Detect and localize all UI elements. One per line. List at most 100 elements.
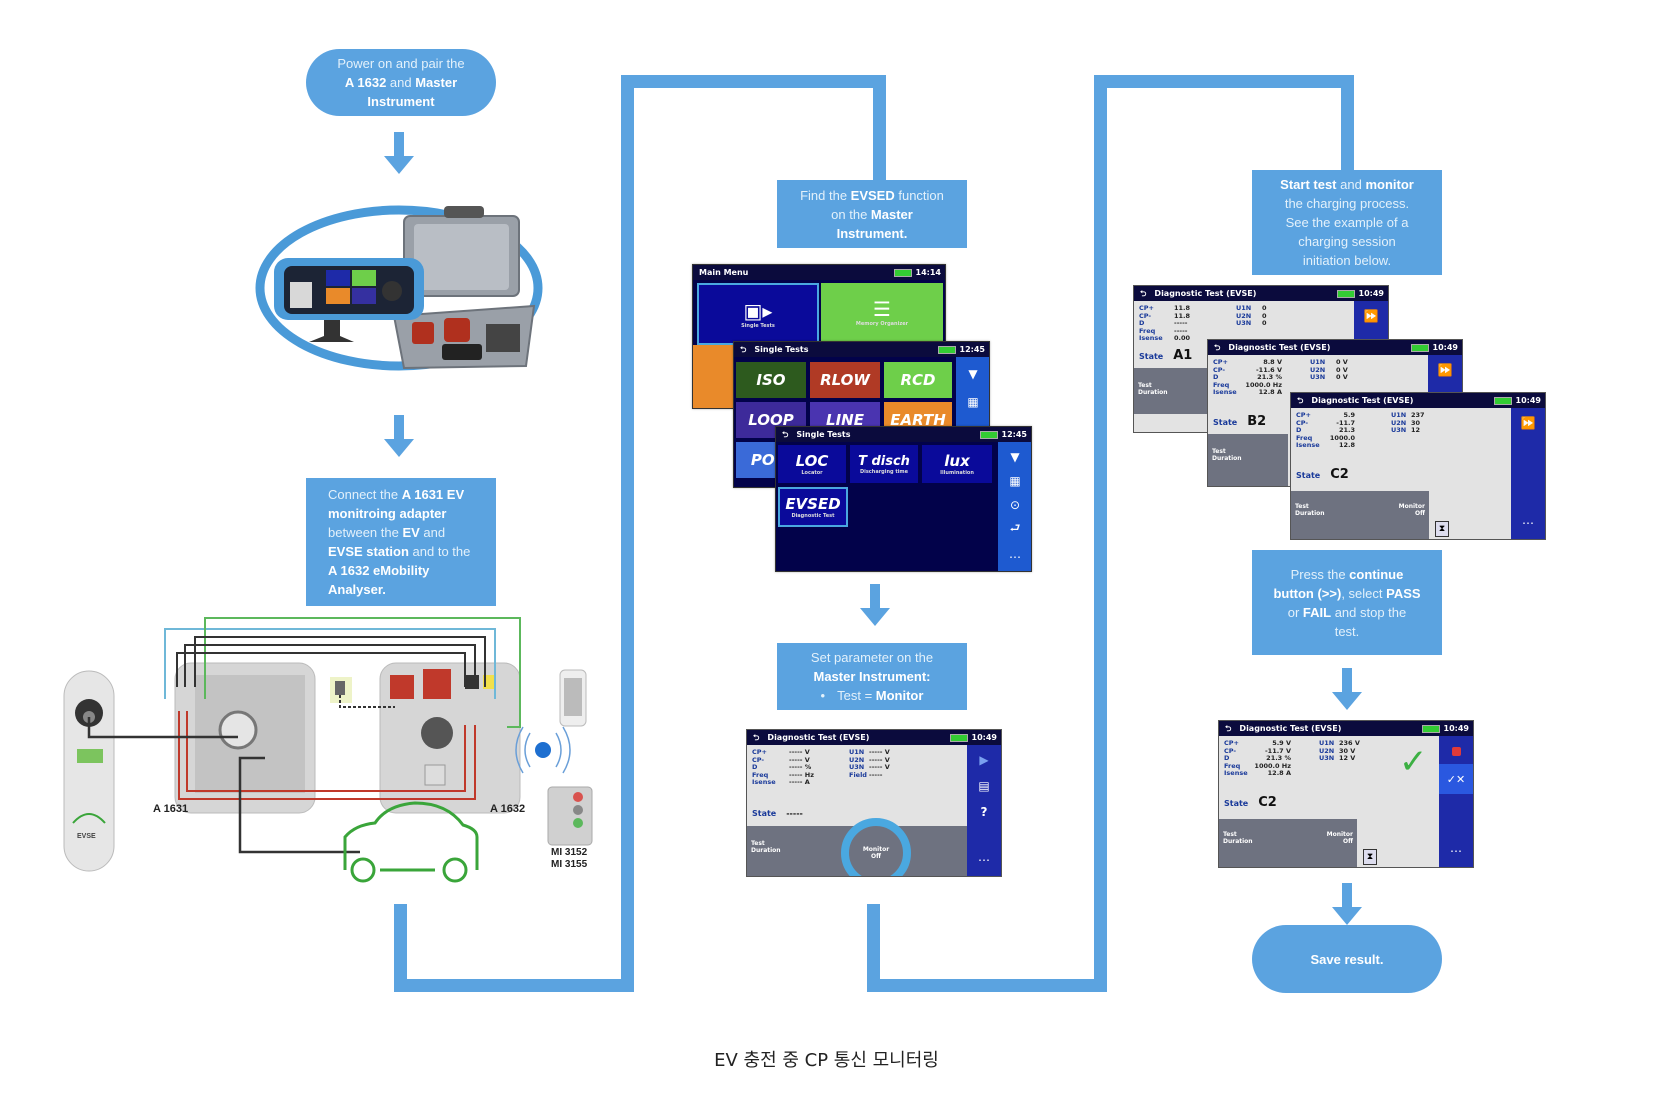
tile-label: T disch (858, 453, 910, 469)
continue-icon[interactable]: ⏩ (1520, 416, 1536, 430)
more-icon[interactable]: ⋯ (1522, 516, 1534, 530)
step-text: charging session (1298, 234, 1396, 249)
figure-caption: EV 충전 중 CP 통신 모니터링 (714, 1050, 939, 1071)
battery-icon (1336, 289, 1355, 298)
back-icon[interactable]: ⮌ (1225, 724, 1232, 733)
meas-label: CP+ (1213, 358, 1228, 366)
tile-memory-organizer[interactable]: ☰ Memory Organizer (821, 283, 943, 341)
tile-sublabel: Locator (801, 470, 823, 476)
meas-value: 237 (1411, 411, 1425, 419)
meas-value: ----- V (869, 748, 890, 756)
meas-label: CP+ (1139, 304, 1154, 312)
back-icon[interactable]: ⮌ (1214, 343, 1221, 352)
state-label: State (1139, 352, 1164, 361)
pass-fail-icon[interactable]: ✓✕ (1439, 764, 1473, 794)
back-icon[interactable]: ⮌ (1140, 289, 1147, 298)
monitor-parameter-button[interactable]: Monitor Off (841, 818, 911, 876)
back-icon[interactable]: ⮌ (782, 430, 789, 439)
filter-icon[interactable]: ▼ (1010, 450, 1020, 464)
grid-icon[interactable]: ▦ (1009, 474, 1021, 488)
connector-line (1094, 75, 1354, 88)
step-text-bold: Master (870, 206, 913, 222)
more-icon[interactable]: ⋯ (1450, 844, 1462, 858)
meas-value: 5.9 V (1272, 739, 1291, 747)
meas-label: U3N (849, 763, 865, 771)
tile-rlow[interactable]: RLOW (810, 362, 880, 398)
stop-icon[interactable] (1439, 736, 1473, 766)
tile-sublabel: Diagnostic Test (791, 513, 835, 519)
meas-label: Freq (1224, 761, 1241, 770)
connector-line (394, 979, 634, 992)
time-text: 10:49 (1515, 396, 1541, 405)
more-icon[interactable]: ⋯ (978, 853, 990, 867)
hourglass-icon: ⧗ (1435, 521, 1449, 537)
step-text: , select (1341, 585, 1387, 601)
back-icon[interactable]: ⮌ (753, 733, 760, 742)
more-icon[interactable]: ⋯ (1009, 550, 1021, 564)
time-text: 10:49 (1443, 724, 1469, 733)
start-icon[interactable]: ▶ (979, 753, 989, 767)
down-arrow-icon (384, 132, 414, 174)
time-text: 10:49 (971, 733, 997, 742)
meas-value: 30 V (1339, 746, 1356, 755)
book-icon[interactable]: ▤ (978, 779, 990, 793)
meas-label: Freq (752, 770, 769, 779)
save-result-step: Save result. (1252, 925, 1442, 993)
back-icon[interactable]: ⮌ (1297, 396, 1304, 405)
filter-icon[interactable]: ▼ (968, 367, 978, 381)
step-text: and (1336, 177, 1366, 192)
battery-icon (1410, 343, 1429, 352)
tile-iso[interactable]: ISO (736, 362, 806, 398)
meas-value: 12 V (1339, 754, 1356, 762)
meas-value: 12.8 A (1258, 388, 1282, 396)
clock: 10:49 (1493, 393, 1541, 408)
meas-label: U3N (1236, 319, 1252, 327)
down-arrow-icon (860, 584, 890, 626)
instrument-label: MI 3152 (551, 847, 588, 858)
continue-icon[interactable]: ⏩ (1363, 309, 1379, 323)
meas-label: Freq (1213, 380, 1230, 389)
step-text-bold: Monitor (875, 688, 924, 703)
meas-label: U1N (1391, 411, 1407, 419)
meas-value: ----- (869, 770, 883, 779)
voltage-values: ----- V ----- V ----- V ----- (869, 748, 890, 779)
measurement-labels: CP+ CP- D Freq Isense (752, 748, 776, 787)
screen-title: Diagnostic Test (EVSE) (1154, 289, 1257, 298)
step-text-bold: Save result. (1310, 951, 1384, 967)
lock-icon[interactable]: ⊙ (1009, 498, 1021, 512)
tile-single-tests[interactable]: ▣▸ Single Tests (697, 283, 819, 345)
step-text-bold: EVSED (850, 187, 895, 203)
tile-rcd[interactable]: RCD (884, 362, 952, 398)
back-icon[interactable]: ⮌ (740, 345, 747, 354)
state-value: B2 (1247, 414, 1267, 429)
tile-auto-sequences[interactable] (693, 345, 733, 408)
analyser-label: A 1632 (490, 803, 526, 815)
battery-icon (1421, 724, 1440, 733)
side-toolbar: ✓✕ ⋯ (1439, 736, 1473, 867)
duration-label: Test (1212, 448, 1226, 455)
grid-icon[interactable]: ▦ (967, 395, 979, 409)
meas-label: U1N (849, 748, 865, 756)
battery-icon (979, 430, 998, 439)
step-text: function (894, 187, 944, 203)
return-icon[interactable]: ⮐ (1009, 520, 1021, 535)
help-icon[interactable]: ? (980, 805, 988, 819)
step-text: on the (831, 206, 871, 222)
meas-value: 0 (1262, 304, 1267, 312)
adapter-label: A 1631 (153, 803, 189, 815)
meas-value: ----- (1174, 319, 1188, 327)
duration-label: Test (1138, 382, 1152, 389)
step-text-bold: monitroing adapter (328, 506, 447, 521)
continue-icon[interactable]: ⏩ (1437, 363, 1453, 377)
